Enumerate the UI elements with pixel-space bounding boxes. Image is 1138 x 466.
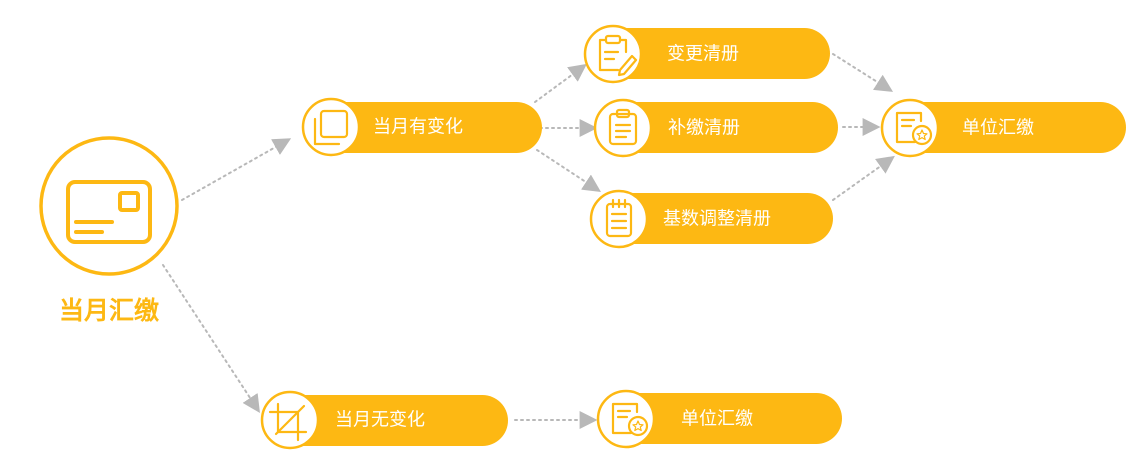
node-supplement-list[interactable]: 补缴清册 bbox=[593, 98, 838, 158]
root-node: 当月汇缴 bbox=[39, 136, 179, 325]
pill bbox=[593, 193, 833, 244]
certificate-icon bbox=[895, 111, 933, 146]
root-circle bbox=[39, 136, 179, 276]
icon-circle bbox=[593, 98, 653, 158]
pill bbox=[586, 28, 830, 79]
connector-root-to-changed bbox=[181, 138, 292, 201]
pill bbox=[884, 102, 1126, 153]
node-label: 单位汇缴 bbox=[962, 118, 1034, 139]
card-icon bbox=[66, 180, 152, 244]
node-label: 变更清册 bbox=[667, 44, 739, 65]
connector-changed-to-change-list bbox=[534, 63, 587, 103]
copy-icon bbox=[313, 109, 349, 146]
node-label: 基数调整清册 bbox=[663, 209, 771, 230]
icon-circle bbox=[301, 97, 361, 157]
root-label: 当月汇缴 bbox=[59, 296, 160, 325]
icon-circle bbox=[583, 24, 643, 84]
node-change-list[interactable]: 变更清册 bbox=[583, 24, 830, 84]
icon-circle bbox=[596, 389, 656, 449]
node-unchanged[interactable]: 当月无变化 bbox=[260, 390, 508, 450]
pill bbox=[598, 102, 838, 153]
connectors bbox=[162, 53, 895, 429]
node-base-adjust-list[interactable]: 基数调整清册 bbox=[589, 189, 833, 249]
icon-circle bbox=[589, 189, 649, 249]
node-label: 当月无变化 bbox=[335, 410, 425, 431]
pill bbox=[305, 102, 542, 153]
pill bbox=[264, 395, 508, 446]
node-unit-payment-bottom[interactable]: 单位汇缴 bbox=[596, 389, 842, 449]
connector-changed-to-base-adjust-list bbox=[536, 149, 602, 192]
pill bbox=[600, 393, 842, 444]
node-label: 当月有变化 bbox=[373, 117, 463, 138]
connector-change-list-to-unit-payment bbox=[832, 53, 894, 92]
connector-root-to-unchanged bbox=[162, 264, 260, 414]
connector-base-adjust-list-to-unit-payment bbox=[832, 155, 895, 201]
node-label: 补缴清册 bbox=[668, 118, 740, 139]
node-changed[interactable]: 当月有变化 bbox=[301, 97, 542, 157]
crop-icon bbox=[268, 402, 308, 442]
node-unit-payment-top[interactable]: 单位汇缴 bbox=[880, 98, 1126, 158]
clipboard-edit-icon bbox=[598, 34, 638, 77]
icon-circle bbox=[880, 98, 940, 158]
certificate-icon bbox=[611, 402, 649, 437]
node-label: 单位汇缴 bbox=[681, 409, 753, 430]
notepad-icon bbox=[605, 198, 633, 238]
clipboard-icon bbox=[608, 108, 638, 146]
